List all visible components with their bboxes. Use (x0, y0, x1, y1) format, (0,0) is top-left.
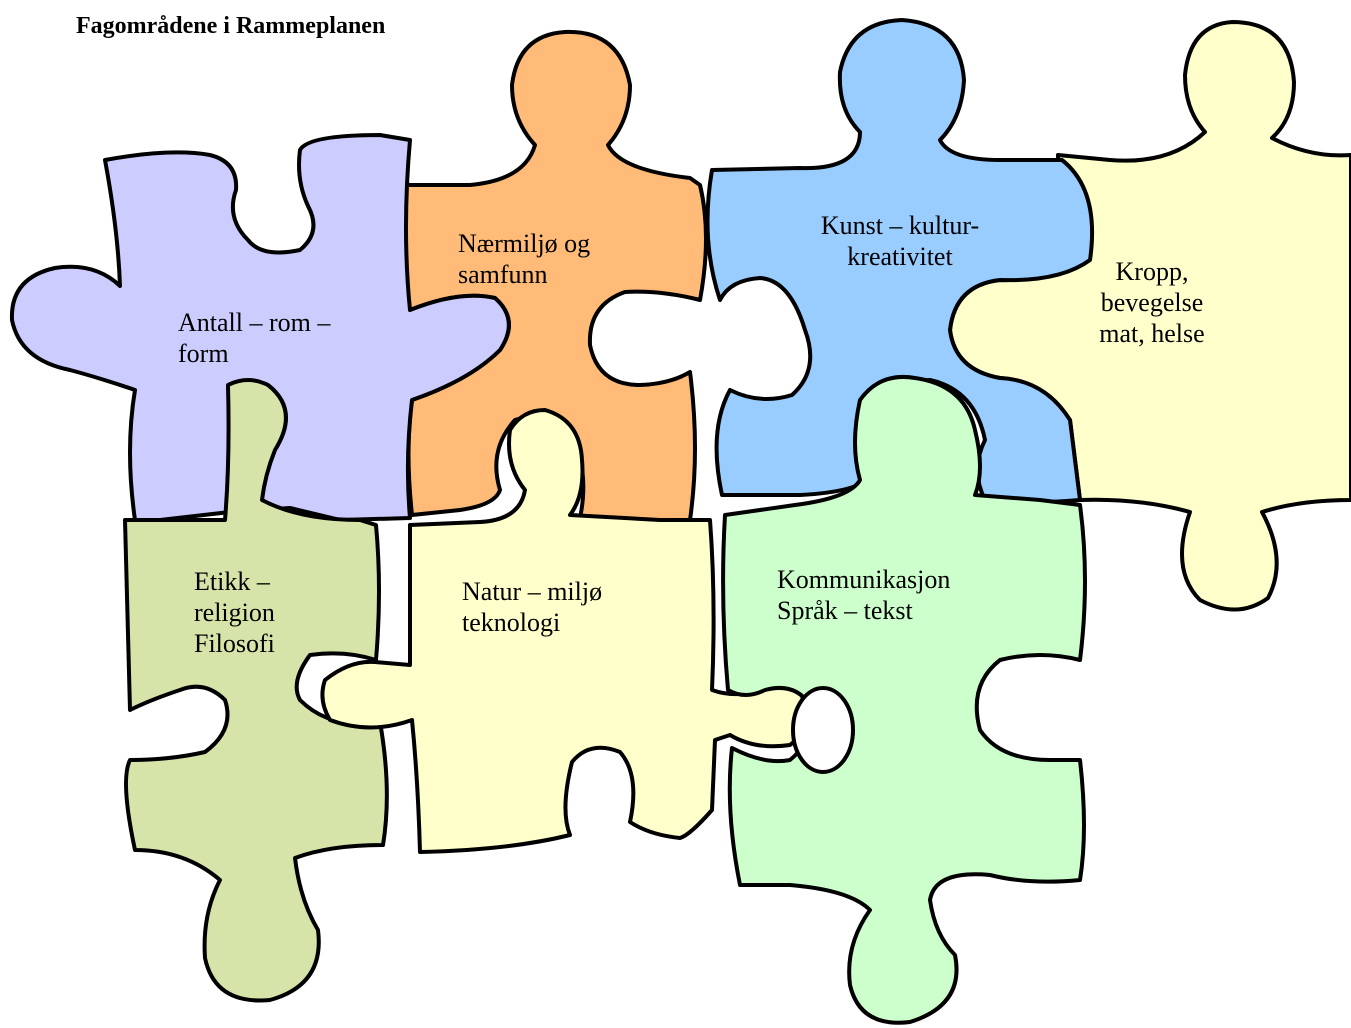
label-kropp-line-2: bevegelse (1100, 288, 1204, 317)
label-kunst-line-1: Kunst – kultur- (820, 211, 980, 240)
page-title: Fagområdene i Rammeplanen (76, 13, 386, 39)
label-natur: Natur – miljø teknologi (462, 576, 602, 638)
label-naermiljo: Nærmiljø og samfunn (458, 228, 590, 290)
label-antall-line-2: form (178, 339, 229, 368)
label-antall-line-1: Antall – rom – (178, 308, 331, 337)
label-kommunikasjon-line-1: Kommunikasjon (777, 565, 951, 594)
label-kunst-line-2: kreativitet (847, 242, 953, 271)
label-kropp-line-3: mat, helse (1099, 319, 1205, 348)
puzzle-piece-etikk (123, 378, 389, 1003)
label-etikk-line-2: religion (194, 598, 275, 627)
label-kropp-line-1: Kropp, (1115, 257, 1189, 286)
label-kunst: Kunst – kultur- kreativitet (800, 210, 1000, 272)
label-naermiljo-line-1: Nærmiljø og (458, 229, 591, 258)
label-kommunikasjon: Kommunikasjon Språk – tekst (777, 564, 950, 626)
puzzle-piece-antall (9, 133, 511, 522)
label-etikk-line-3: Filosofi (194, 629, 275, 658)
puzzle-piece-kommunikasjon (721, 375, 1087, 1025)
label-kommunikasjon-line-2: Språk – tekst (777, 596, 913, 625)
label-kropp: Kropp, bevegelse mat, helse (1090, 256, 1214, 349)
label-natur-line-1: Natur – miljø (462, 577, 603, 606)
knob-hole (791, 686, 855, 774)
label-etikk: Etikk – religion Filosofi (194, 566, 275, 659)
puzzle-piece-natur (320, 408, 808, 854)
label-natur-line-2: teknologi (462, 608, 561, 637)
label-naermiljo-line-2: samfunn (458, 260, 548, 289)
label-antall: Antall – rom – form (178, 307, 330, 369)
label-etikk-line-1: Etikk – (194, 567, 270, 596)
